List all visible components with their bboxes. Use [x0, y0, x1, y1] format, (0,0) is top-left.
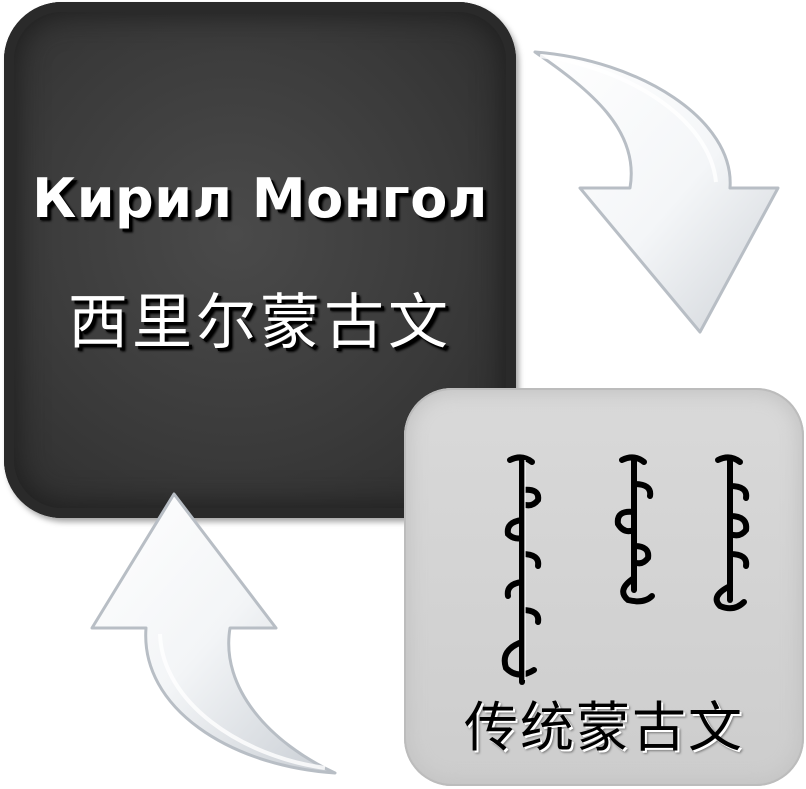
cyrillic-mongolian-box: Кирил Монгол 西里尔蒙古文	[4, 2, 516, 518]
traditional-mongolian-label: 传统蒙古文	[464, 696, 744, 759]
curved-up-arrow-icon	[90, 492, 337, 775]
traditional-mongolian-box: 传统蒙古文	[404, 388, 804, 786]
traditional-mongolian-script-column-3	[713, 454, 750, 612]
cyrillic-chinese-subtitle: 西里尔蒙古文	[68, 288, 452, 358]
traditional-mongolian-script-column-2	[614, 454, 655, 605]
traditional-mongolian-script-column-1	[501, 454, 542, 685]
curved-down-arrow-icon	[533, 50, 780, 334]
cyrillic-title: Кирил Монгол	[32, 167, 488, 230]
